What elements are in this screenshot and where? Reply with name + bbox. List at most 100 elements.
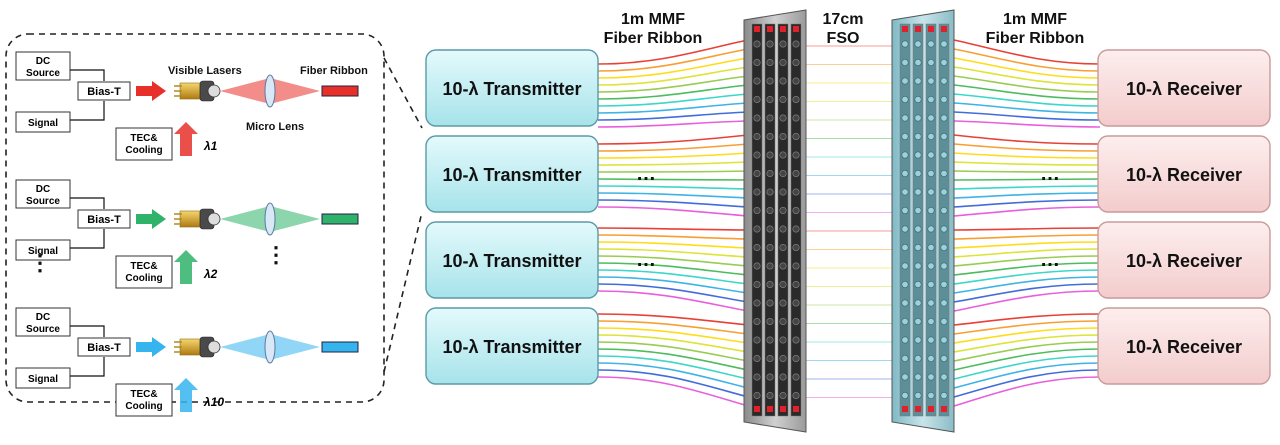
fiber-port <box>914 373 922 381</box>
fiber-port <box>792 170 800 178</box>
fiber-port <box>792 336 800 344</box>
modulation-arrow <box>136 81 166 101</box>
fiber-port <box>901 151 909 159</box>
panel-indicator <box>928 26 934 32</box>
fiber-port <box>901 244 909 252</box>
rx-fiber <box>953 362 1101 389</box>
fiber-array-panel-right <box>891 9 955 433</box>
fiber-port <box>792 225 800 233</box>
fiber-port <box>914 244 922 252</box>
transmitter-label: 10-λ Transmitter <box>442 337 581 357</box>
fiber-port <box>901 299 909 307</box>
tx-fiber <box>597 93 749 107</box>
signal-box <box>15 367 71 389</box>
fiber-port <box>766 133 774 141</box>
fiber-port <box>766 354 774 362</box>
transmitter-label: 10-λ Transmitter <box>442 79 581 99</box>
converging-beam <box>270 206 320 232</box>
fiber-port <box>792 58 800 66</box>
fiber-port <box>914 280 922 288</box>
zoom-line-bottom <box>383 211 423 373</box>
panel-column <box>938 23 950 417</box>
fiber-port <box>901 133 909 141</box>
fiber-port <box>927 391 935 399</box>
fiber-port <box>753 114 761 122</box>
fiber-port <box>940 280 948 288</box>
fiber-port <box>914 114 922 122</box>
fiber-port <box>914 58 922 66</box>
tec-cooling-box <box>115 383 173 417</box>
fiber-port <box>753 225 761 233</box>
fiber-port <box>753 40 761 48</box>
rx-fiber <box>953 134 1101 145</box>
fiber-port <box>927 299 935 307</box>
fiber-port <box>766 299 774 307</box>
fiber-port <box>914 336 922 344</box>
bias-t-box <box>77 337 131 357</box>
diverging-beam <box>220 206 270 232</box>
fiber-port <box>901 262 909 270</box>
rx-fiber <box>953 57 1101 79</box>
fiber-port <box>779 244 787 252</box>
fiber-port <box>927 151 935 159</box>
fiber-port <box>927 262 935 270</box>
panel-column <box>751 23 763 417</box>
fiber-port <box>940 299 948 307</box>
fiber-port <box>779 170 787 178</box>
tx-fiber <box>597 348 749 371</box>
panel-indicator <box>941 406 947 412</box>
fiber-port <box>779 225 787 233</box>
dc-source-box <box>15 51 71 81</box>
fiber-port <box>753 317 761 325</box>
fiber-port <box>901 96 909 104</box>
fiber-port <box>753 299 761 307</box>
fiber-port <box>779 151 787 159</box>
fiber-port <box>792 262 800 270</box>
wavelength-label: λ2 <box>203 267 218 281</box>
panel-column <box>777 23 789 417</box>
fiber-port <box>753 262 761 270</box>
rx-fiber <box>953 199 1101 208</box>
tx-fiber <box>597 334 749 353</box>
rx-fiber <box>953 262 1101 276</box>
dc-to-biast-line <box>70 69 105 81</box>
signal-to-biast-line <box>70 101 105 121</box>
panel-column <box>764 23 776 417</box>
fiber-port <box>914 207 922 215</box>
tx-fiber <box>597 102 749 114</box>
fiber-port <box>914 96 922 104</box>
fso-label-line1: 17cm <box>823 11 864 28</box>
receiver-box <box>1097 307 1271 385</box>
rx-fiber <box>953 313 1101 326</box>
diverging-beam <box>220 334 270 360</box>
fiber-port <box>940 391 948 399</box>
rx-fiber <box>953 255 1101 267</box>
panel-indicator <box>767 26 773 32</box>
fiber-port <box>940 373 948 381</box>
right-ribbon-label-line1: 1m MMF <box>1003 11 1067 28</box>
rx-fiber <box>953 369 1101 398</box>
fiber-port <box>766 58 774 66</box>
tx-fiber <box>597 143 749 152</box>
fiber-port <box>901 225 909 233</box>
fiber-port <box>753 77 761 85</box>
fiber-port <box>792 114 800 122</box>
fiber-port <box>766 96 774 104</box>
tx-fiber <box>597 341 749 362</box>
rx-fiber <box>953 48 1101 72</box>
rx-ellipsis-3: … <box>1040 249 1060 271</box>
rx-fiber <box>953 185 1101 190</box>
fiber-port <box>753 133 761 141</box>
fiber-port <box>753 58 761 66</box>
fiber-port <box>779 317 787 325</box>
fiber-port <box>766 373 774 381</box>
micro-lens-icon <box>264 74 276 108</box>
tx-fiber <box>597 134 749 145</box>
tec-cooling-label: TEC&Cooling <box>125 133 162 156</box>
rx-fiber <box>953 248 1101 258</box>
panel-indicator <box>793 406 799 412</box>
rx-fiber <box>953 234 1101 240</box>
